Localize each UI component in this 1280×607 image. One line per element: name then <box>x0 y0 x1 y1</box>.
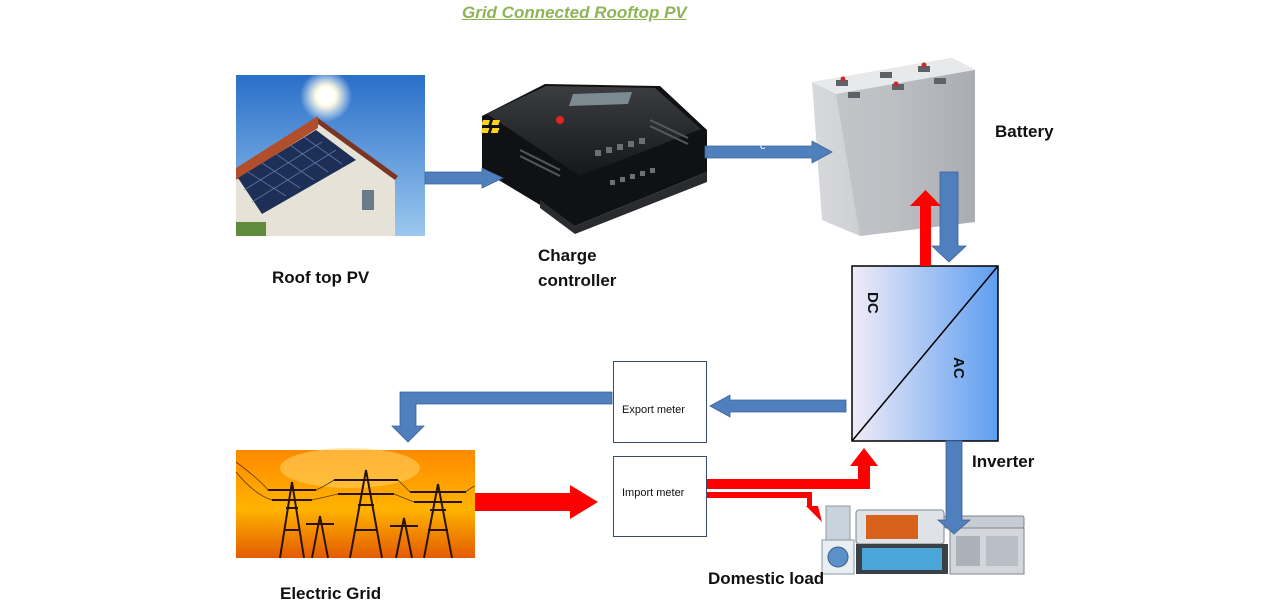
import-meter-label: Import meter <box>622 487 685 499</box>
inverter-box <box>851 265 999 442</box>
arrow-c-label: c <box>760 140 766 152</box>
ac-label: AC <box>950 357 967 379</box>
domestic-load-image <box>821 505 1025 575</box>
arrow-battery-to-inverter <box>930 171 968 263</box>
diagram-title: Grid Connected Rooftop PV <box>462 3 687 22</box>
export-meter-label: Export meter <box>622 404 685 416</box>
arrow-import-to-inverter <box>707 448 878 489</box>
dc-label: DC <box>864 292 881 314</box>
inverter-label: Inverter <box>972 452 1035 471</box>
arrow-inverter-to-load <box>936 440 972 535</box>
arrow-inverter-to-battery <box>910 190 941 266</box>
arrow-controller-to-battery <box>704 140 833 164</box>
electric-grid-label: Electric Grid <box>280 584 382 603</box>
charge-controller-image <box>480 84 707 234</box>
charge-controller-label-line2: controller <box>538 271 617 290</box>
charge-controller-label-line1: Charge <box>538 246 597 265</box>
arrow-grid-to-import-meter <box>475 485 598 519</box>
domestic-load-label: Domestic load <box>708 569 825 588</box>
export-meter-box: Export meter <box>613 361 707 443</box>
rooftop-pv-label: Roof top PV <box>272 268 370 287</box>
red-flow-arrows <box>475 190 941 522</box>
battery-label: Battery <box>995 122 1054 141</box>
electric-grid-image <box>235 448 476 559</box>
rooftop-pv-image <box>236 70 425 236</box>
import-meter-box: Import meter <box>613 456 707 537</box>
arrow-import-to-load <box>707 492 822 522</box>
arrow-pv-to-controller <box>424 167 504 189</box>
battery-image <box>812 58 975 236</box>
arrow-export-meter-to-grid <box>391 391 613 443</box>
blue-flow-arrows <box>391 140 972 535</box>
arrow-inverter-to-export-meter <box>709 394 847 418</box>
